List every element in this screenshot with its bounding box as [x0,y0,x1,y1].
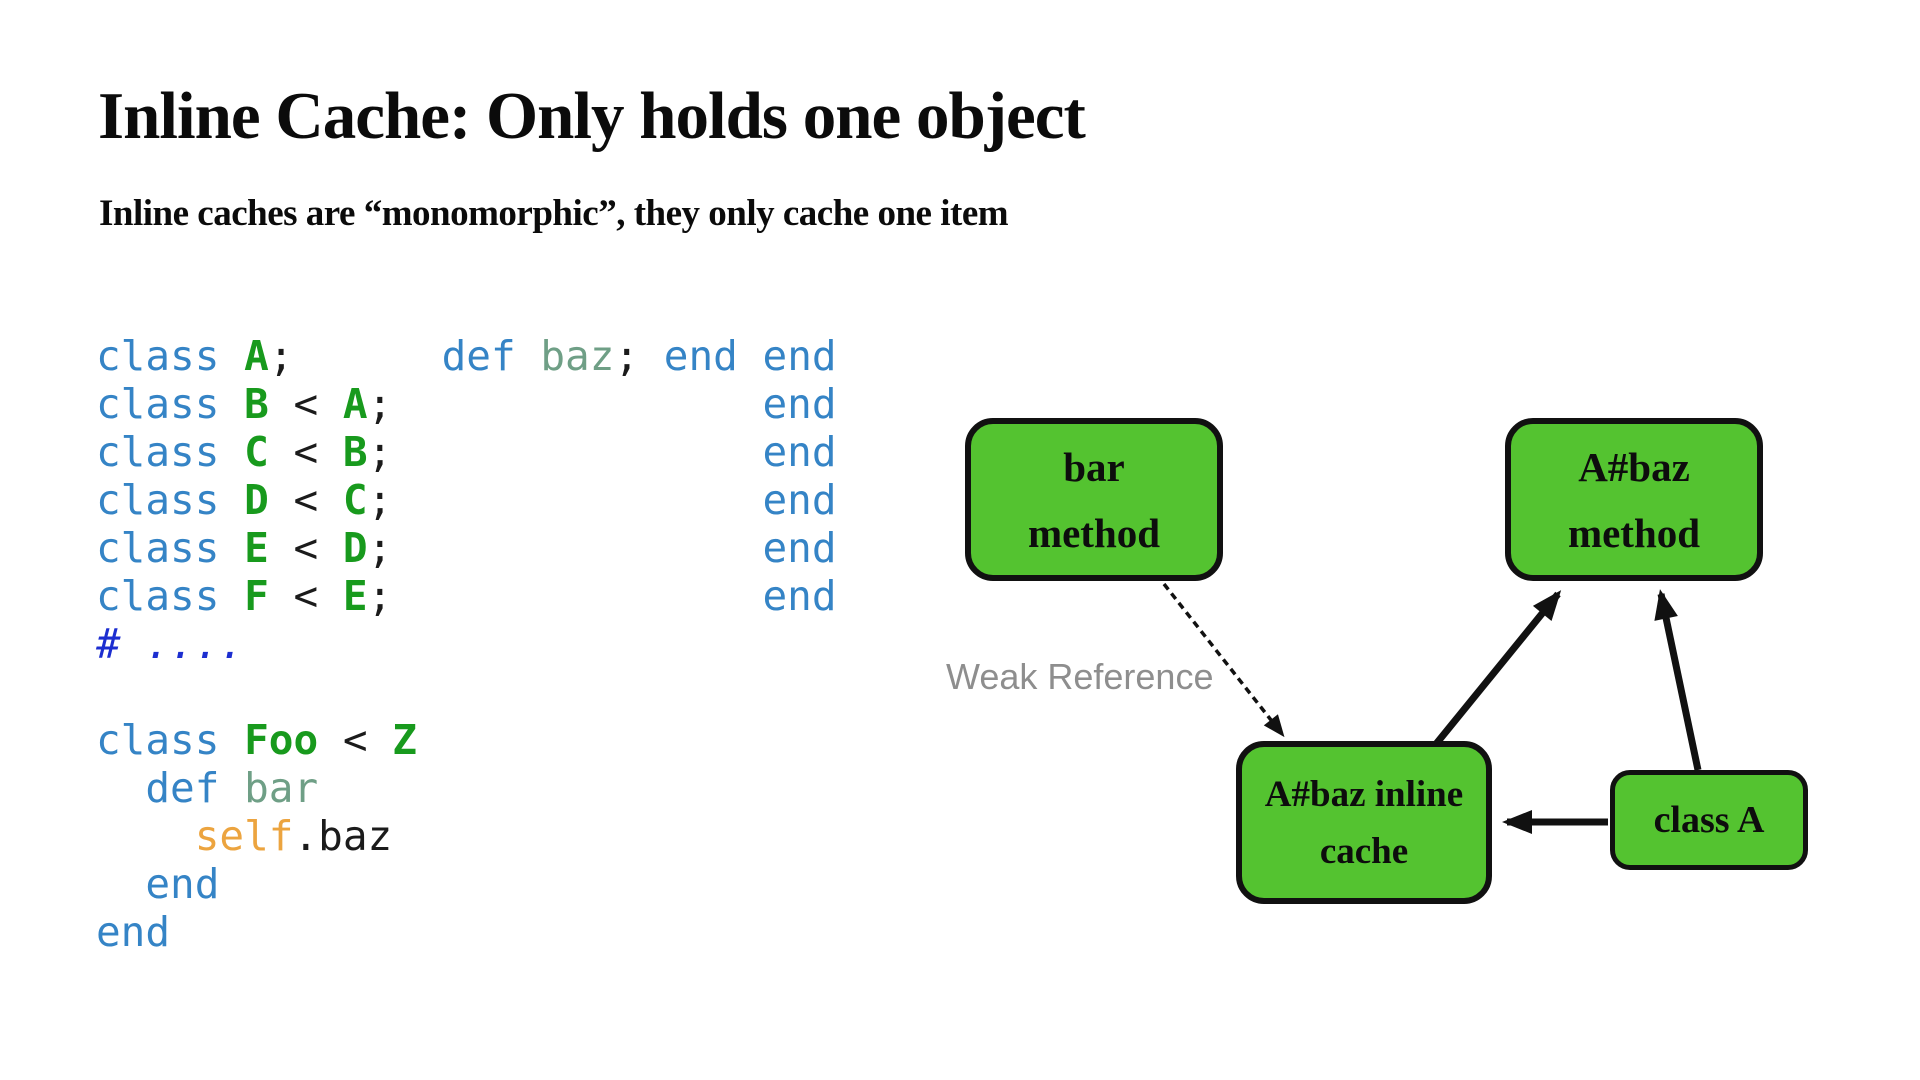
class-a-to-method-arrow [1654,589,1702,771]
code-line: class F < E; end [96,572,837,620]
node-abaz-inline-cache: A#baz inline cache [1236,741,1492,904]
code-line: class A; def baz; end end [96,332,837,380]
code-line: def bar [145,764,319,812]
weak-reference-label: Weak Reference [946,656,1214,697]
node-bar-method: bar method [965,418,1223,581]
code-line: end [96,908,171,956]
node-label: A#baz method [1567,443,1701,556]
node-class-a: class A [1610,770,1808,870]
inline-cache-to-method-arrow [1433,590,1562,747]
code-line: class Foo < Z [96,716,417,764]
code-line: class D < C; end [96,476,837,524]
code-line: class B < A; end [96,380,837,428]
slide-subtitle: Inline caches are “monomorphic”, they on… [99,193,1009,234]
code-line: # .... [96,620,245,668]
code-line: self.baz [194,812,393,860]
slide-title: Inline Cache: Only holds one object [98,79,1086,153]
node-label: A#baz inline cache [1264,773,1464,872]
code-line: end [145,860,220,908]
node-label: class A [1653,799,1765,841]
code-line: class E < D; end [96,524,837,572]
node-abaz-method: A#baz method [1505,418,1763,581]
code-line: class C < B; end [96,428,837,476]
node-label: bar method [1027,443,1161,556]
code-line [96,668,837,716]
